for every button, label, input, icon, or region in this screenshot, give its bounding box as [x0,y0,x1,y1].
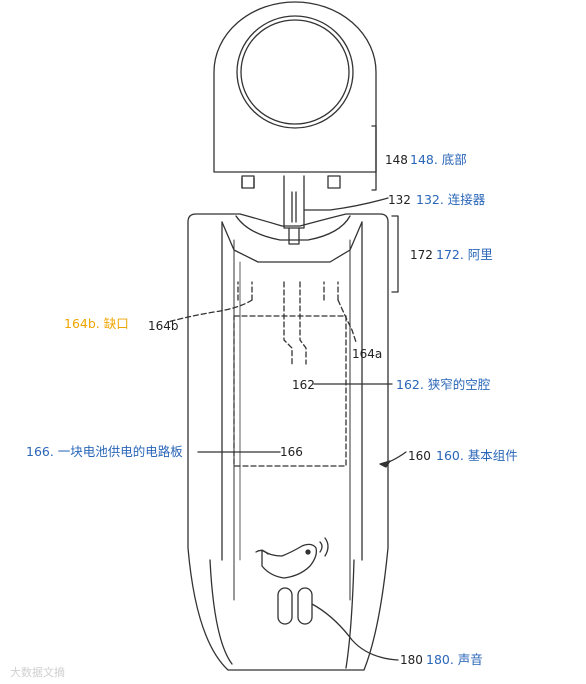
ref-162: 162 [292,378,315,392]
speaker-grille-icon [277,587,313,625]
leader-180 [311,603,399,661]
ref-164a: 164a [352,347,382,361]
bracket-172 [391,215,399,293]
ref-132: 132 [388,193,411,207]
internal-cavities [167,281,357,467]
watermark: 大数据文摘 [10,665,65,679]
leader-132 [303,197,389,211]
label-172: 172. 阿里 [436,247,493,262]
ref-172: 172 [410,248,433,262]
ref-148: 148 [385,153,408,167]
main-body-drawing [187,213,389,671]
label-162: 162. 狭窄的空腔 [396,377,490,392]
label-166: 166. 一块电池供电的电路板 [26,444,183,459]
ref-160: 160 [408,449,431,463]
label-180: 180. 声音 [426,652,483,667]
label-148: 148. 底部 [410,152,467,167]
ref-164b: 164b [148,319,179,333]
label-160: 160. 基本组件 [436,448,518,463]
bird-logo-icon [255,537,329,579]
ref-166: 166 [280,445,303,459]
label-164b: 164b. 缺口 [64,316,129,331]
base-part-drawing [213,1,377,245]
ref-180: 180 [400,653,423,667]
label-132: 132. 连接器 [416,192,486,207]
bracket-148 [371,125,377,191]
